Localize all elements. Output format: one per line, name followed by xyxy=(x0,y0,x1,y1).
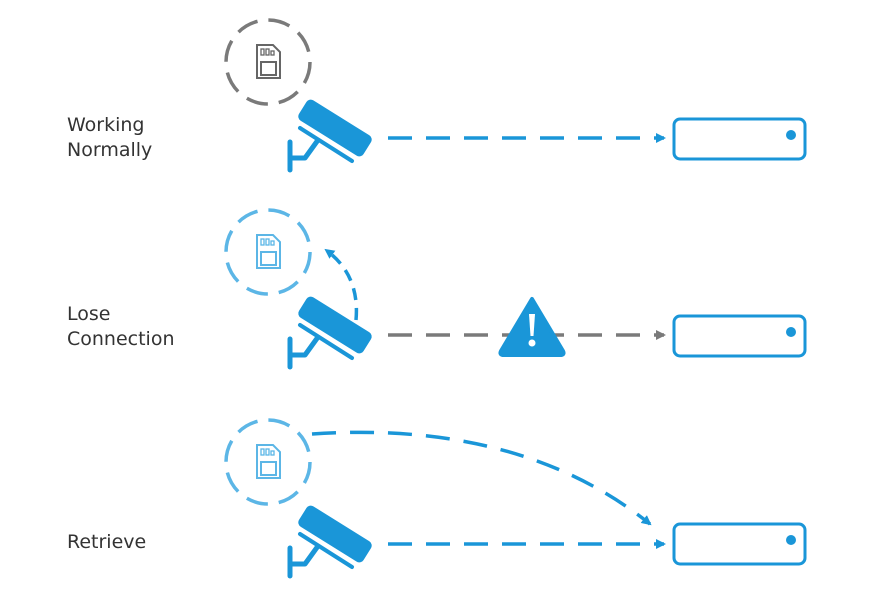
row-label-line1: Working xyxy=(67,114,145,136)
retrieve-arrow xyxy=(311,430,652,526)
sd-card-icon xyxy=(256,44,281,79)
row-lose-connection: Lose Connection xyxy=(67,208,807,367)
row-retrieve: Retrieve xyxy=(67,418,807,576)
row-label-line1: Retrieve xyxy=(67,531,146,553)
nvr-icon xyxy=(672,314,807,358)
local-record-arrow xyxy=(324,248,359,321)
storage-ring xyxy=(224,18,312,106)
security-camera-icon xyxy=(290,504,374,576)
warning-icon xyxy=(498,297,566,357)
nvr-icon xyxy=(672,117,807,161)
storage-ring xyxy=(224,208,312,296)
row-label-line2: Connection xyxy=(67,328,175,350)
security-camera-icon xyxy=(290,295,374,367)
nvr-icon xyxy=(672,522,807,566)
sd-card-icon xyxy=(256,444,281,479)
row-label-line1: Lose xyxy=(67,303,110,325)
sd-card-icon xyxy=(256,234,281,269)
row-working-normally: Working Normally xyxy=(67,18,807,170)
storage-ring xyxy=(224,418,312,506)
row-label-line2: Normally xyxy=(67,139,152,161)
security-camera-icon xyxy=(290,98,374,170)
